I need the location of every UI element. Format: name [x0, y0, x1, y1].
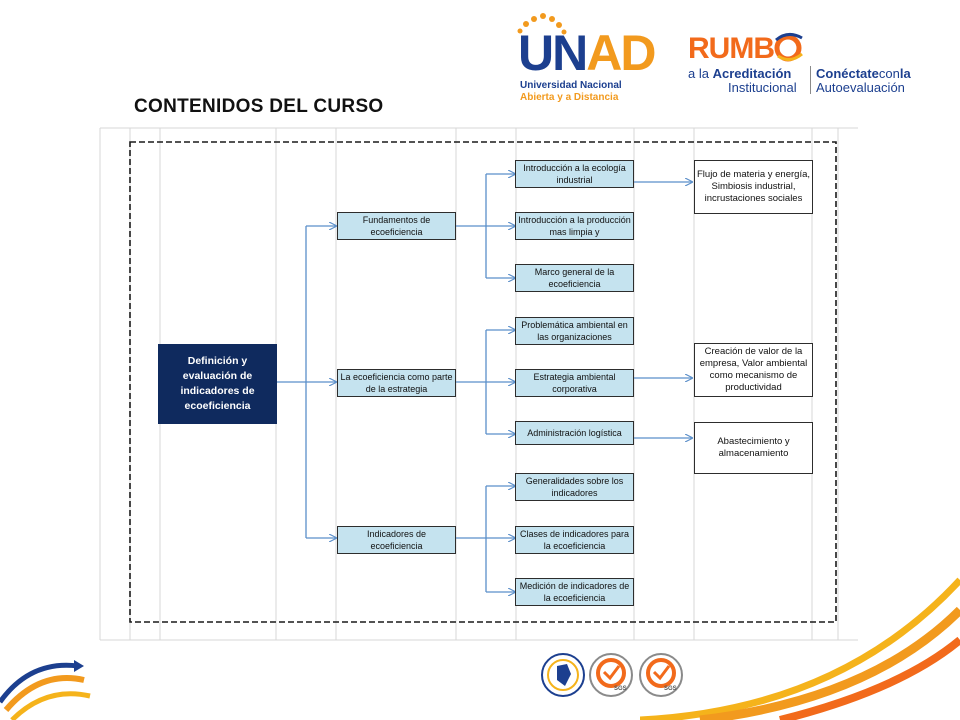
node-generalidades-indicadores: Generalidades sobre los indicadores — [515, 473, 634, 501]
certification-seal-colombia-icon — [541, 653, 585, 697]
node-root: Definición y evaluación de indicadores d… — [158, 344, 277, 424]
node-abastecimiento: Abastecimiento y almacenamiento — [694, 422, 813, 474]
page-title: CONTENIDOS DEL CURSO — [134, 96, 384, 117]
rumbo-line1: a la Acreditación — [688, 66, 792, 81]
rumbo-line2: Institucional — [728, 80, 797, 95]
node-produccion-limpia: Introducción a la producción mas limpia … — [515, 212, 634, 240]
node-flujo-materia: Flujo de materia y energía, Simbiosis in… — [694, 160, 813, 214]
unad-line2: Abierta y a Distancia — [520, 92, 619, 103]
unad-dots-icon — [517, 13, 567, 35]
node-ecologia-industrial: Introducción a la ecología industrial — [515, 160, 634, 188]
node-estrategia-ambiental: Estrategia ambiental corporativa — [515, 369, 634, 397]
seal2-label: SGS — [664, 686, 677, 692]
unad-line1: Universidad Nacional — [520, 80, 622, 91]
seal1-label: SGS — [614, 686, 627, 692]
diagram-connectors — [277, 174, 692, 592]
node-administracion-logistica: Administración logística — [515, 421, 634, 445]
unad-wordmark: UNAD — [518, 25, 656, 81]
rumbo-swoosh-icon — [774, 33, 803, 62]
rumbo-right-line1: Conéctateconla — [816, 66, 911, 81]
unad-logo: UNAD Universidad Nacional Abierta y a Di… — [512, 10, 656, 110]
certification-seal-sgs-2-icon — [639, 653, 683, 697]
rumbo-right-line2: Autoevaluación — [816, 80, 905, 95]
node-indicadores: Indicadores de ecoeficiencia — [337, 526, 456, 554]
node-marco-general: Marco general de la ecoeficiencia — [515, 264, 634, 292]
certification-seal-sgs-1-icon — [589, 653, 633, 697]
rumbo-divider — [810, 66, 811, 94]
diagram-frame — [129, 141, 837, 623]
node-medicion-indicadores: Medición de indicadores de la ecoeficien… — [515, 578, 634, 606]
node-problematica-ambiental: Problemática ambiental en las organizaci… — [515, 317, 634, 345]
node-clases-indicadores: Clases de indicadores para la ecoeficien… — [515, 526, 634, 554]
node-creacion-valor: Creación de valor de la empresa, Valor a… — [694, 343, 813, 397]
node-estrategia: La ecoeficiencia como parte de la estrat… — [337, 369, 456, 397]
node-fundamentos: Fundamentos de ecoeficiencia — [337, 212, 456, 240]
rumbo-wordmark: RUMB — [688, 32, 775, 65]
rumbo-logo: RUMB a la Acreditación Institucional Con… — [688, 30, 938, 100]
corner-swoosh-right-icon — [640, 577, 960, 720]
corner-swoosh-left-icon — [0, 660, 91, 720]
